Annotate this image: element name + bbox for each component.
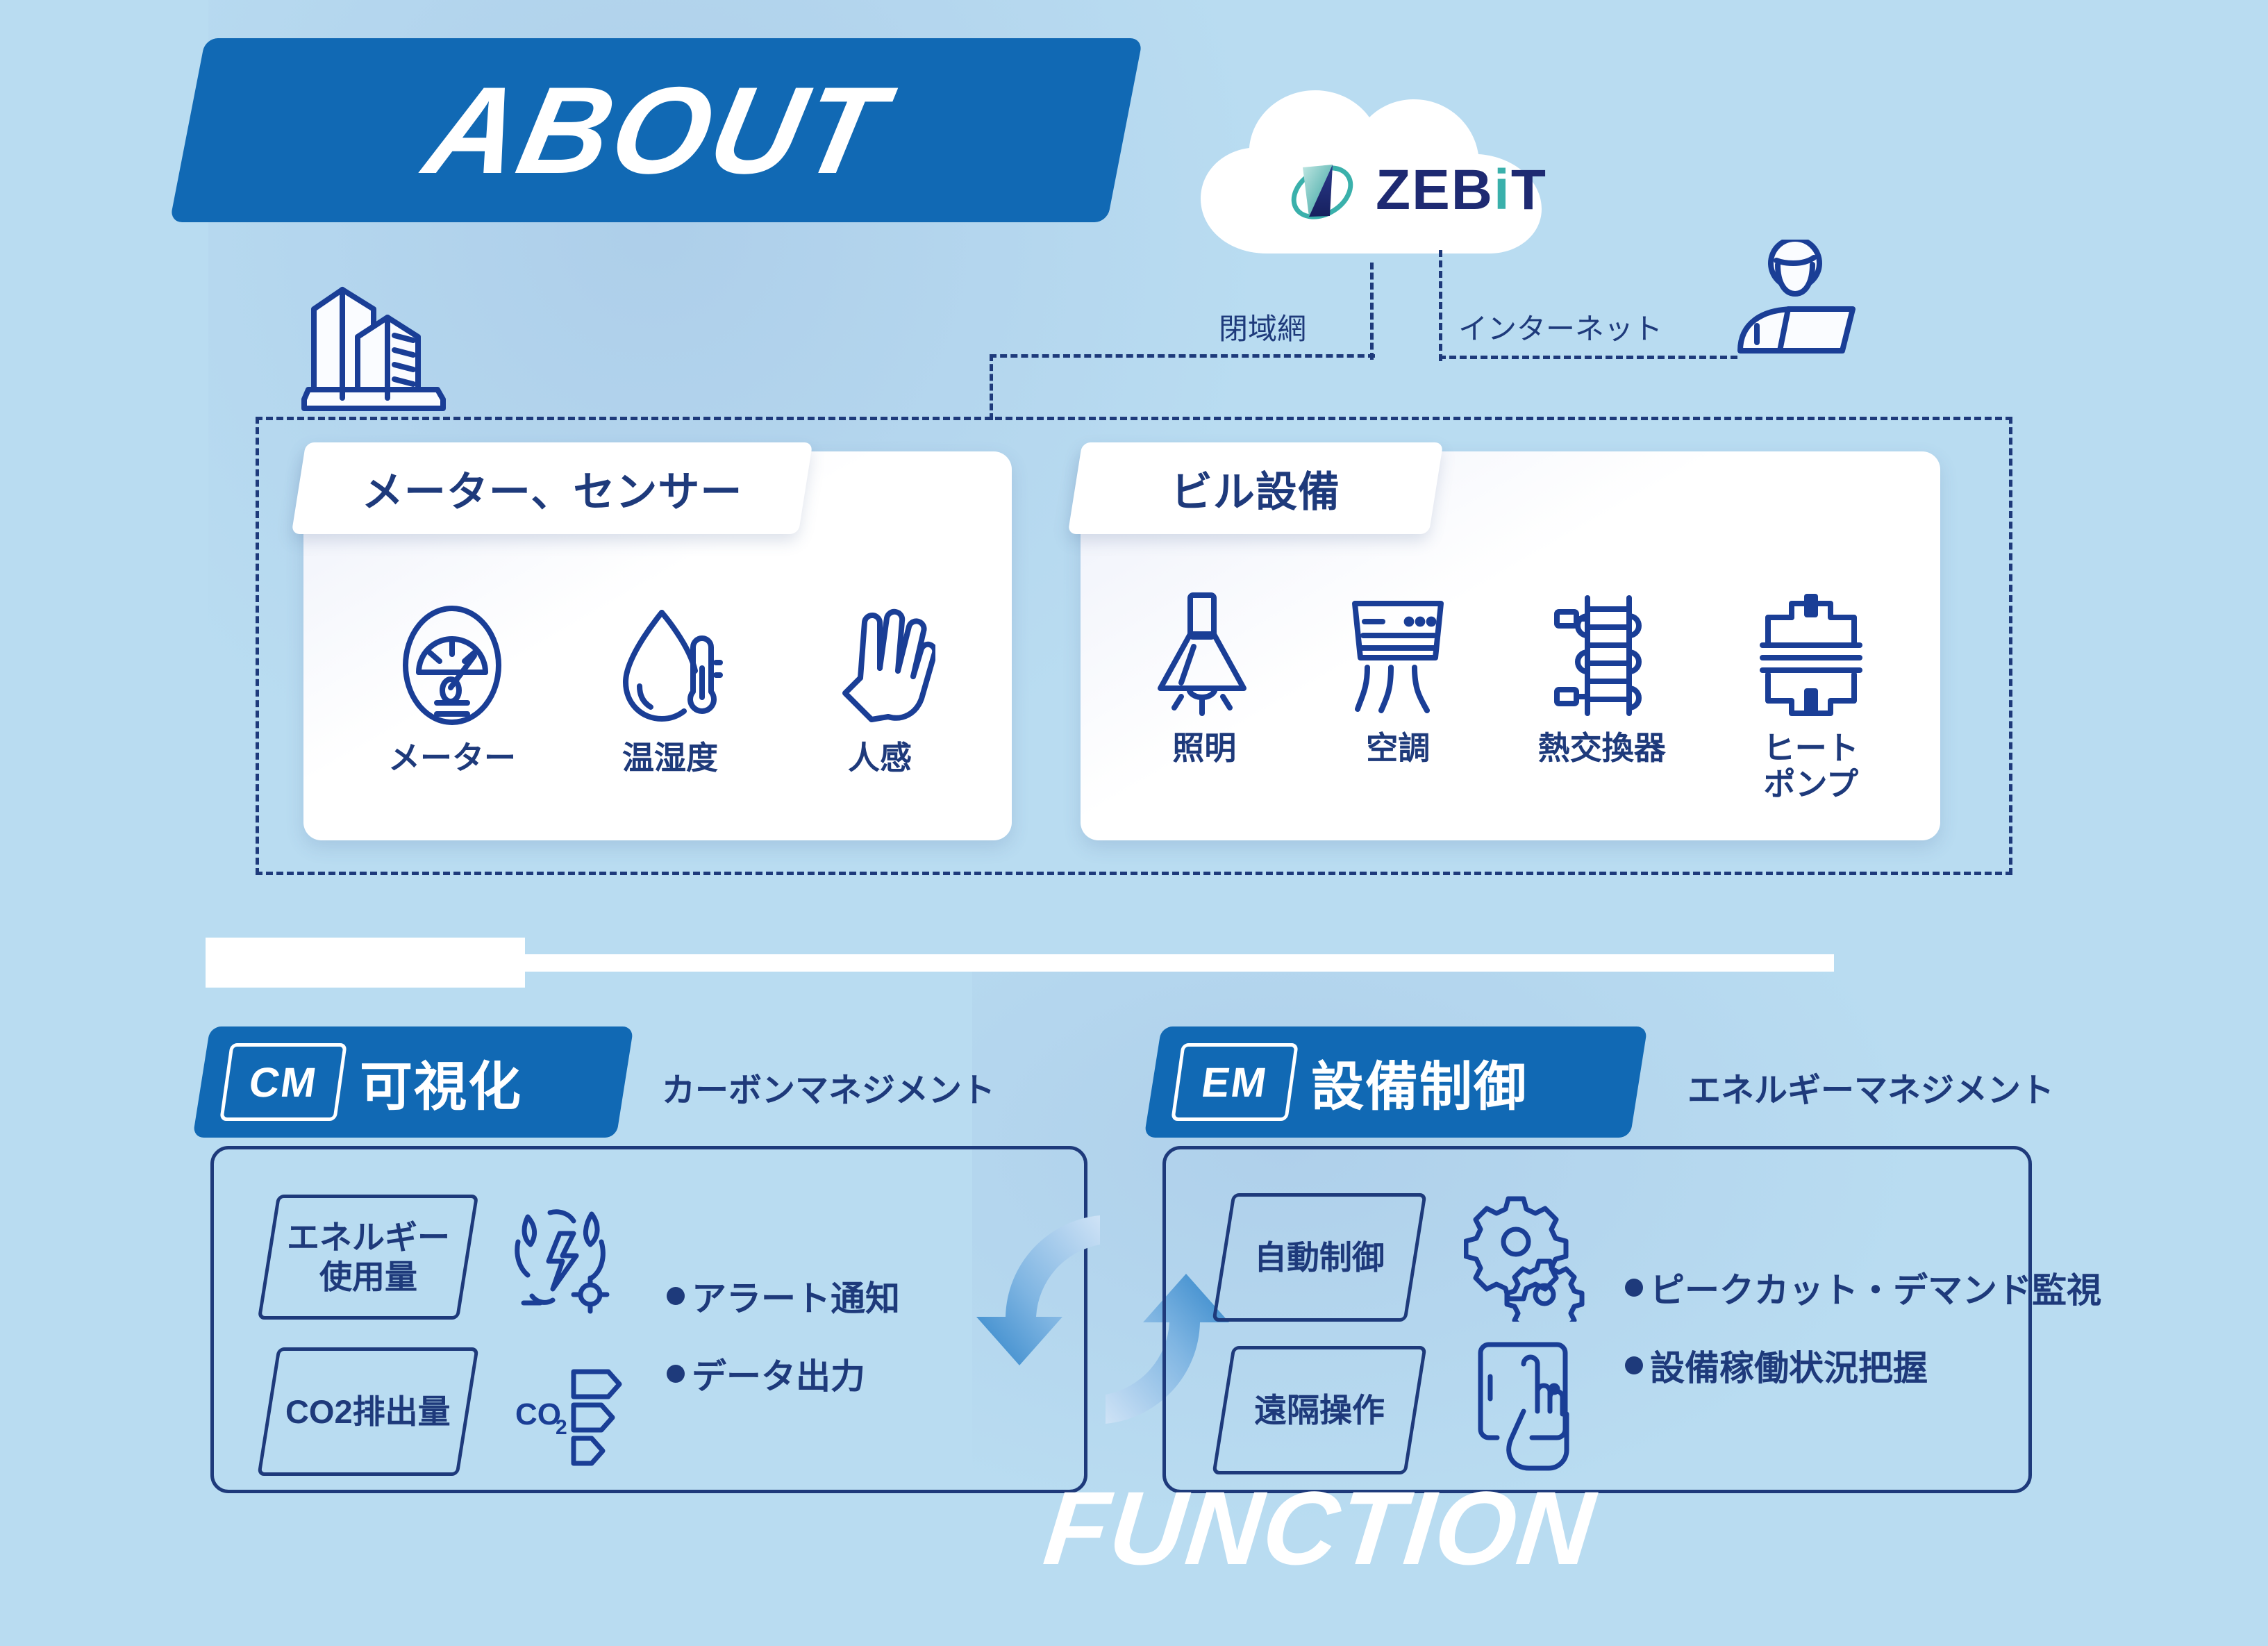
- hand-motion-sensor-icon: [824, 599, 935, 731]
- bullet-dot-icon: [667, 1365, 685, 1383]
- bullet-cm-0-label: アラート通知: [692, 1279, 900, 1318]
- label-internet: インターネット: [1458, 313, 1663, 345]
- person-with-laptop-icon: [1729, 236, 1868, 368]
- bullet-cm-1-label: データ出力: [692, 1357, 865, 1396]
- circular-arrows-icon: [964, 1181, 1242, 1462]
- gears-icon: [1463, 1193, 1585, 1339]
- item-lighting: 照明: [1151, 589, 1258, 767]
- building-equipment-icon-row: 照明: [1108, 589, 1914, 802]
- tablet-touch-icon: [1465, 1333, 1587, 1476]
- heat-pump-icon: [1750, 589, 1871, 721]
- bullet-dot-icon: [667, 1287, 685, 1305]
- internet-line: [1439, 250, 1442, 361]
- item-temp-humidity: 温湿度: [615, 599, 726, 776]
- chip-energy-usage: エネルギー 使用量: [257, 1195, 479, 1320]
- label-closed-network: 閉域網: [1219, 313, 1307, 345]
- chip-label-co2-emission: CO2排出量: [285, 1393, 451, 1430]
- item-heat-exchanger: 熱交換器: [1538, 589, 1666, 767]
- item-label-lighting: 照明: [1172, 730, 1237, 766]
- item-label-heat-exchanger: 熱交換器: [1537, 730, 1666, 766]
- pendant-light-icon: [1151, 589, 1258, 721]
- bullet-em-0: ピークカット・デマンド監視: [1625, 1263, 2101, 1313]
- badge-cm: CM: [219, 1043, 347, 1121]
- energy-usage-icon: [507, 1202, 622, 1320]
- function-title: FUNCTION: [1039, 1470, 1601, 1586]
- card-tab-meters-sensors: メーター、センサー: [291, 442, 813, 534]
- badge-em: EM: [1171, 1043, 1299, 1121]
- item-label-hvac: 空調: [1366, 730, 1431, 766]
- header-energy-management: EM 設備制御: [1144, 1026, 1648, 1138]
- chip-remote-control: 遠隔操作: [1212, 1346, 1427, 1474]
- subtitle-em: エネルギーマネジメント: [1687, 1072, 2055, 1109]
- chip-auto-control: 自動制御: [1212, 1193, 1427, 1322]
- heat-exchanger-icon: [1544, 589, 1659, 721]
- about-banner: ABOUT: [169, 38, 1143, 222]
- air-conditioner-icon: [1342, 589, 1453, 721]
- item-label-motion: 人感: [848, 740, 912, 776]
- bullet-em-1-label: 設備稼働状況把握: [1650, 1349, 1928, 1388]
- meters-sensors-icon-row: メーター 温湿度: [339, 599, 985, 776]
- subtitle-cm: カーボンマネジメント: [662, 1072, 996, 1109]
- zebit-logo: ZEBiT: [1281, 149, 1547, 231]
- internet-branch: [1439, 356, 1737, 359]
- about-title: ABOUT: [415, 60, 898, 199]
- item-label-temp-humidity: 温湿度: [622, 740, 718, 776]
- bullet-em-1: 設備稼働状況把握: [1625, 1340, 2101, 1390]
- svg-text:2: 2: [556, 1416, 567, 1439]
- office-buildings-icon: [299, 267, 451, 420]
- header-carbon-management: CM 可視化: [192, 1026, 634, 1138]
- card-title-meters-sensors: メーター、センサー: [361, 468, 743, 515]
- bullet-dot-icon: [1625, 1279, 1643, 1297]
- droplet-thermometer-icon: [615, 599, 726, 731]
- panel-energy-management: [1162, 1146, 2032, 1493]
- closed-network-drop: [990, 354, 993, 420]
- item-label-heat-pump: ヒート ポンプ: [1762, 730, 1859, 802]
- bullet-dot-icon: [1625, 1356, 1643, 1374]
- onpremise-dashed-container: [256, 417, 2012, 875]
- title-em: 設備制御: [1311, 1058, 1528, 1117]
- bullets-em: ピークカット・デマンド監視 設備稼働状況把握: [1625, 1263, 2101, 1418]
- card-title-building-equipment: ビル設備: [1171, 468, 1340, 515]
- chip-label-auto-control: 自動制御: [1254, 1238, 1385, 1276]
- zebit-logomark-icon: [1281, 149, 1363, 231]
- co2-emission-icon: CO 2: [514, 1358, 639, 1472]
- bullets-cm: アラート通知 データ出力: [667, 1271, 900, 1427]
- chip-label-remote-control: 遠隔操作: [1254, 1391, 1385, 1429]
- panel-carbon-management: [210, 1146, 1087, 1493]
- bullet-cm-1: データ出力: [667, 1349, 900, 1399]
- item-hvac: 空調: [1342, 589, 1453, 767]
- item-motion: 人感: [824, 599, 935, 776]
- title-cm: 可視化: [360, 1058, 522, 1117]
- cloud-shape: [1191, 83, 1559, 257]
- card-tab-building-equipment: ビル設備: [1067, 442, 1444, 534]
- chip-co2-emission: CO2排出量: [257, 1347, 479, 1476]
- closed-network-branch: [990, 354, 1375, 358]
- section-divider-bar: [206, 954, 1834, 972]
- zebit-wordmark: ZEBiT: [1376, 158, 1547, 222]
- bullet-cm-0: アラート通知: [667, 1271, 900, 1321]
- closed-network-line: [1370, 263, 1374, 360]
- bullet-em-0-label: ピークカット・デマンド監視: [1650, 1271, 2101, 1310]
- item-meter: メーター: [388, 599, 516, 776]
- gauge-meter-icon: [397, 599, 508, 731]
- svg-text:CO: CO: [515, 1397, 561, 1431]
- item-heat-pump: ヒート ポンプ: [1750, 589, 1871, 802]
- chip-label-energy-usage: エネルギー 使用量: [286, 1218, 450, 1295]
- item-label-meter: メーター: [388, 740, 516, 776]
